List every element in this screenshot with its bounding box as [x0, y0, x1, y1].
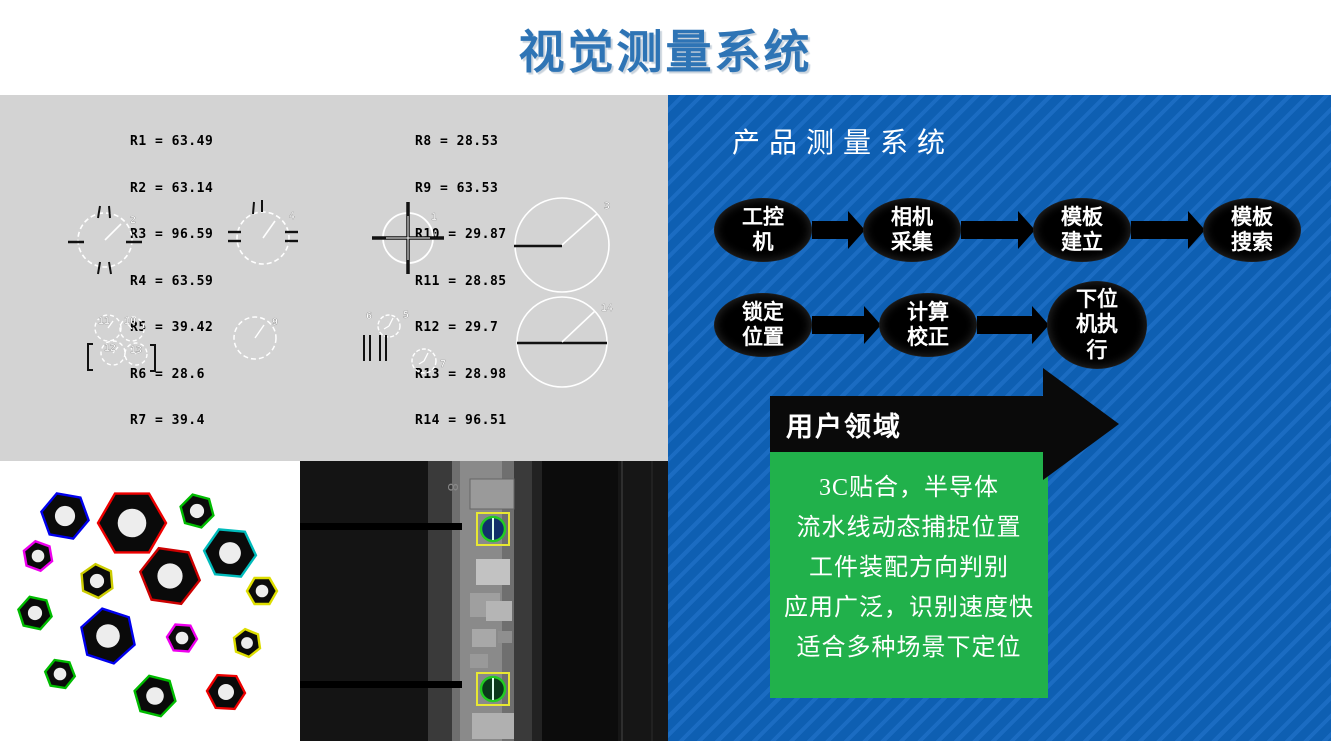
description-line: 应用广泛，识别速度快	[784, 595, 1034, 621]
reading-line: R3 = 96.59	[130, 227, 214, 242]
gauge-label: 13	[130, 345, 142, 356]
gauge-label: 7	[440, 359, 446, 370]
reading-line: R1 = 63.49	[130, 134, 214, 149]
nut-hole	[218, 684, 234, 700]
reading-line: R13 = 28.98	[415, 366, 507, 382]
product-system-title: 产品测量系统	[732, 128, 955, 159]
flow-arrow	[812, 306, 881, 344]
nut-hole	[175, 631, 189, 645]
hex-nuts-image	[0, 461, 300, 741]
reading-line: R9 = 63.53	[415, 180, 499, 196]
nut-hole	[241, 637, 253, 649]
gauge-label: 6	[366, 311, 372, 322]
flow-node-camera-capture: 相机采集	[863, 198, 961, 262]
gauges-svg: 2 4 1 3	[68, 197, 613, 388]
nut-hole	[53, 667, 67, 681]
flow-node-template-search: 模板搜索	[1203, 198, 1301, 262]
detection-box-bottom	[476, 672, 510, 706]
nut-hole	[189, 503, 205, 519]
measurement-panel: R1 = 63.49 R2 = 63.14 R3 = 96.59 R4 = 63…	[0, 95, 668, 461]
flow-arrow	[1131, 211, 1205, 249]
nut-hole	[31, 549, 45, 563]
user-domain-banner-arrowhead	[1043, 368, 1119, 480]
flow-node-label: 相机采集	[891, 204, 933, 254]
flow-node-template-create: 模板建立	[1033, 198, 1131, 262]
pcb-top-label: 8	[444, 483, 461, 491]
gauge-label: 1	[431, 212, 437, 223]
page-title: 视觉测量系统	[518, 26, 813, 78]
application-description-box: 3C贴合，半导体 流水线动态捕捉位置 工件装配方向判别 应用广泛，识别速度快 适…	[770, 452, 1048, 698]
reading-line: R8 = 28.53	[415, 134, 499, 149]
nuts-svg	[0, 461, 300, 741]
reading-line: R4 = 63.59	[130, 273, 214, 289]
reading-line: R2 = 63.14	[130, 180, 214, 196]
nut-hole	[157, 563, 183, 589]
flow-node-label: 工控机	[742, 204, 784, 254]
user-domain-banner: 用户领域	[770, 396, 1043, 452]
nut-hole	[219, 542, 241, 564]
gauge-label: 10	[124, 316, 136, 327]
reading-line: R14 = 96.51	[415, 413, 507, 428]
flow-node-label: 模板搜索	[1231, 204, 1273, 254]
flow-node-lock-position: 锁定位置	[714, 293, 812, 357]
detection-box-top	[476, 512, 510, 546]
flow-arrow	[977, 306, 1049, 344]
title-bar: 视觉测量系统	[0, 0, 1331, 95]
reading-line: R5 = 39.42	[130, 320, 214, 335]
gauge-label: 14	[601, 303, 613, 314]
flow-node-label: 模板建立	[1061, 204, 1103, 254]
nut-hole	[117, 508, 147, 538]
flow-node-lower-machine-exec: 下位机执行	[1047, 281, 1147, 369]
nut-hole	[89, 573, 105, 589]
flow-node-calc-correction: 计算校正	[879, 293, 977, 357]
reading-line: R12 = 29.7	[415, 320, 499, 335]
flow-arrow	[812, 211, 865, 249]
measurement-readings-left: R1 = 63.49 R2 = 63.14 R3 = 96.59 R4 = 63…	[130, 103, 213, 460]
flow-node-industrial-pc: 工控机	[714, 198, 812, 262]
flow-node-label: 计算校正	[907, 299, 949, 349]
description-line: 3C贴合，半导体	[818, 475, 999, 501]
gauge-label: 3	[604, 201, 610, 212]
gauge-label: 5	[403, 310, 409, 321]
nut-hole	[54, 505, 76, 527]
gauge-label: 12	[104, 343, 116, 354]
nut-hole	[146, 687, 164, 705]
gauge-label: 2	[130, 215, 136, 226]
user-domain-banner-label: 用户领域	[786, 411, 902, 442]
gauge-label: 9	[272, 317, 278, 328]
product-system-panel: 产品测量系统 工控机 相机采集 模板建立 模板搜索 锁定位置	[668, 95, 1331, 741]
nut-hole	[255, 584, 269, 598]
pcb-svg: 8	[300, 461, 668, 741]
description-line: 工件装配方向判别	[809, 555, 1009, 581]
flow-node-label: 下位机执行	[1076, 287, 1118, 362]
reading-line: R6 = 28.6	[130, 366, 205, 382]
reading-line: R7 = 39.4	[130, 413, 205, 428]
flow-arrow	[961, 211, 1035, 249]
pcb-camera-image: 8	[300, 461, 668, 741]
description-line: 适合多种场景下定位	[796, 635, 1022, 661]
description-line: 流水线动态捕捉位置	[796, 515, 1022, 541]
flow-node-label: 锁定位置	[742, 299, 784, 349]
reading-line: R11 = 28.85	[415, 273, 507, 289]
nut-hole	[96, 624, 120, 648]
nut-hole	[27, 605, 43, 621]
gauge-label: 11	[98, 316, 110, 327]
gauge-label: 4	[289, 211, 295, 222]
measurement-readings-right: R8 = 28.53 R9 = 63.53 R10 = 29.87 R11 = …	[415, 103, 507, 460]
